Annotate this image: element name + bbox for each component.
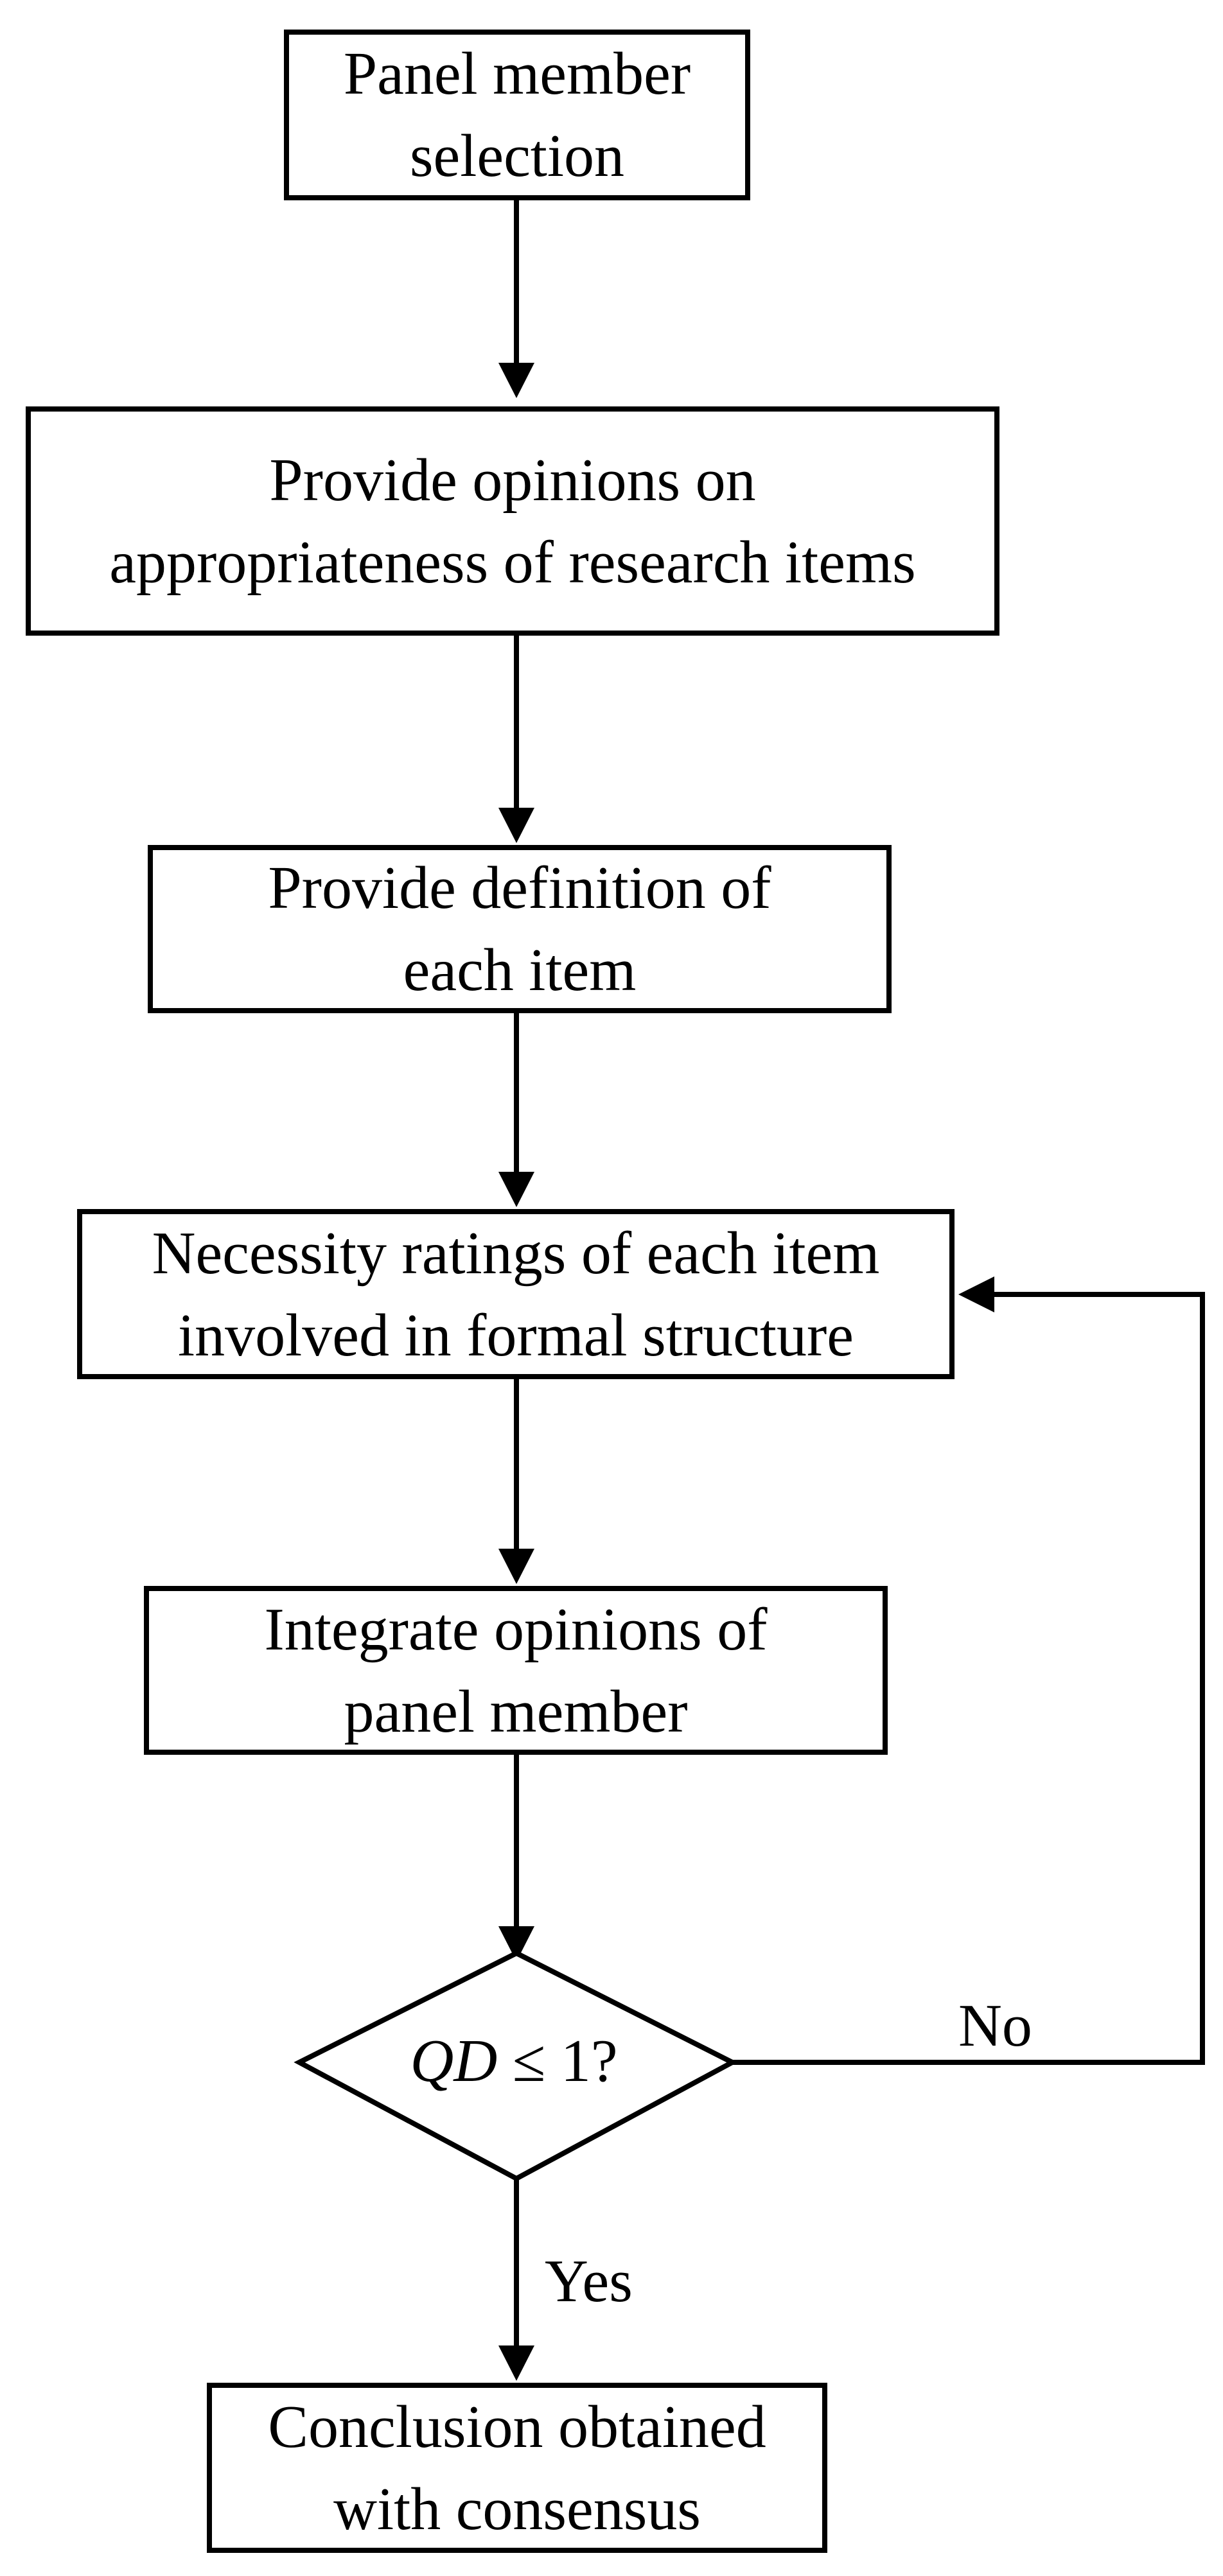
decision-variable: QD xyxy=(410,2028,498,2094)
conclusion-box: Conclusion obtained with consensus xyxy=(207,2383,827,2553)
step-panel-member-selection: Panel member selection xyxy=(284,30,750,200)
step-text-line2: each item xyxy=(403,937,637,1004)
step-necessity-ratings: Necessity ratings of each item involved … xyxy=(77,1209,955,1379)
conclusion-text-line2: with consensus xyxy=(333,2475,701,2543)
step-provide-opinions: Provide opinions on appropriateness of r… xyxy=(26,406,999,636)
arrow-integrate-to-decision xyxy=(498,1755,534,1962)
arrow-yes-to-conclusion xyxy=(498,2179,534,2381)
step-text-line2: selection xyxy=(409,123,625,189)
step-text-line1: Provide opinions on xyxy=(269,446,756,514)
step-text-line1: Panel member xyxy=(343,40,691,107)
step-provide-definition: Provide definition of each item xyxy=(148,845,892,1013)
step-integrate-opinions: Integrate opinions of panel member xyxy=(144,1586,888,1755)
step-text-line2: involved in formal structure xyxy=(178,1301,854,1369)
step-text-line2: appropriateness of research items xyxy=(109,528,916,596)
arrow-definition-to-necessity xyxy=(498,1013,534,1207)
no-label: No xyxy=(958,1992,1032,2059)
yes-label: Yes xyxy=(545,2248,633,2315)
step-text-line1: Integrate opinions of xyxy=(264,1596,768,1663)
step-text-line1: Necessity ratings of each item xyxy=(152,1219,880,1287)
arrow-no-loop xyxy=(732,1276,1205,2065)
arrow-opinions-to-definition xyxy=(498,636,534,843)
conclusion-text-line1: Conclusion obtained xyxy=(268,2393,766,2460)
decision-condition: QD ≤ 1? xyxy=(295,2023,732,2100)
step-text-line1: Provide definition of xyxy=(268,855,771,921)
arrow-selection-to-opinions xyxy=(498,200,534,398)
arrow-necessity-to-integrate xyxy=(498,1379,534,1584)
step-text-line2: panel member xyxy=(344,1678,688,1745)
decision-test: ≤ 1? xyxy=(497,2028,618,2094)
